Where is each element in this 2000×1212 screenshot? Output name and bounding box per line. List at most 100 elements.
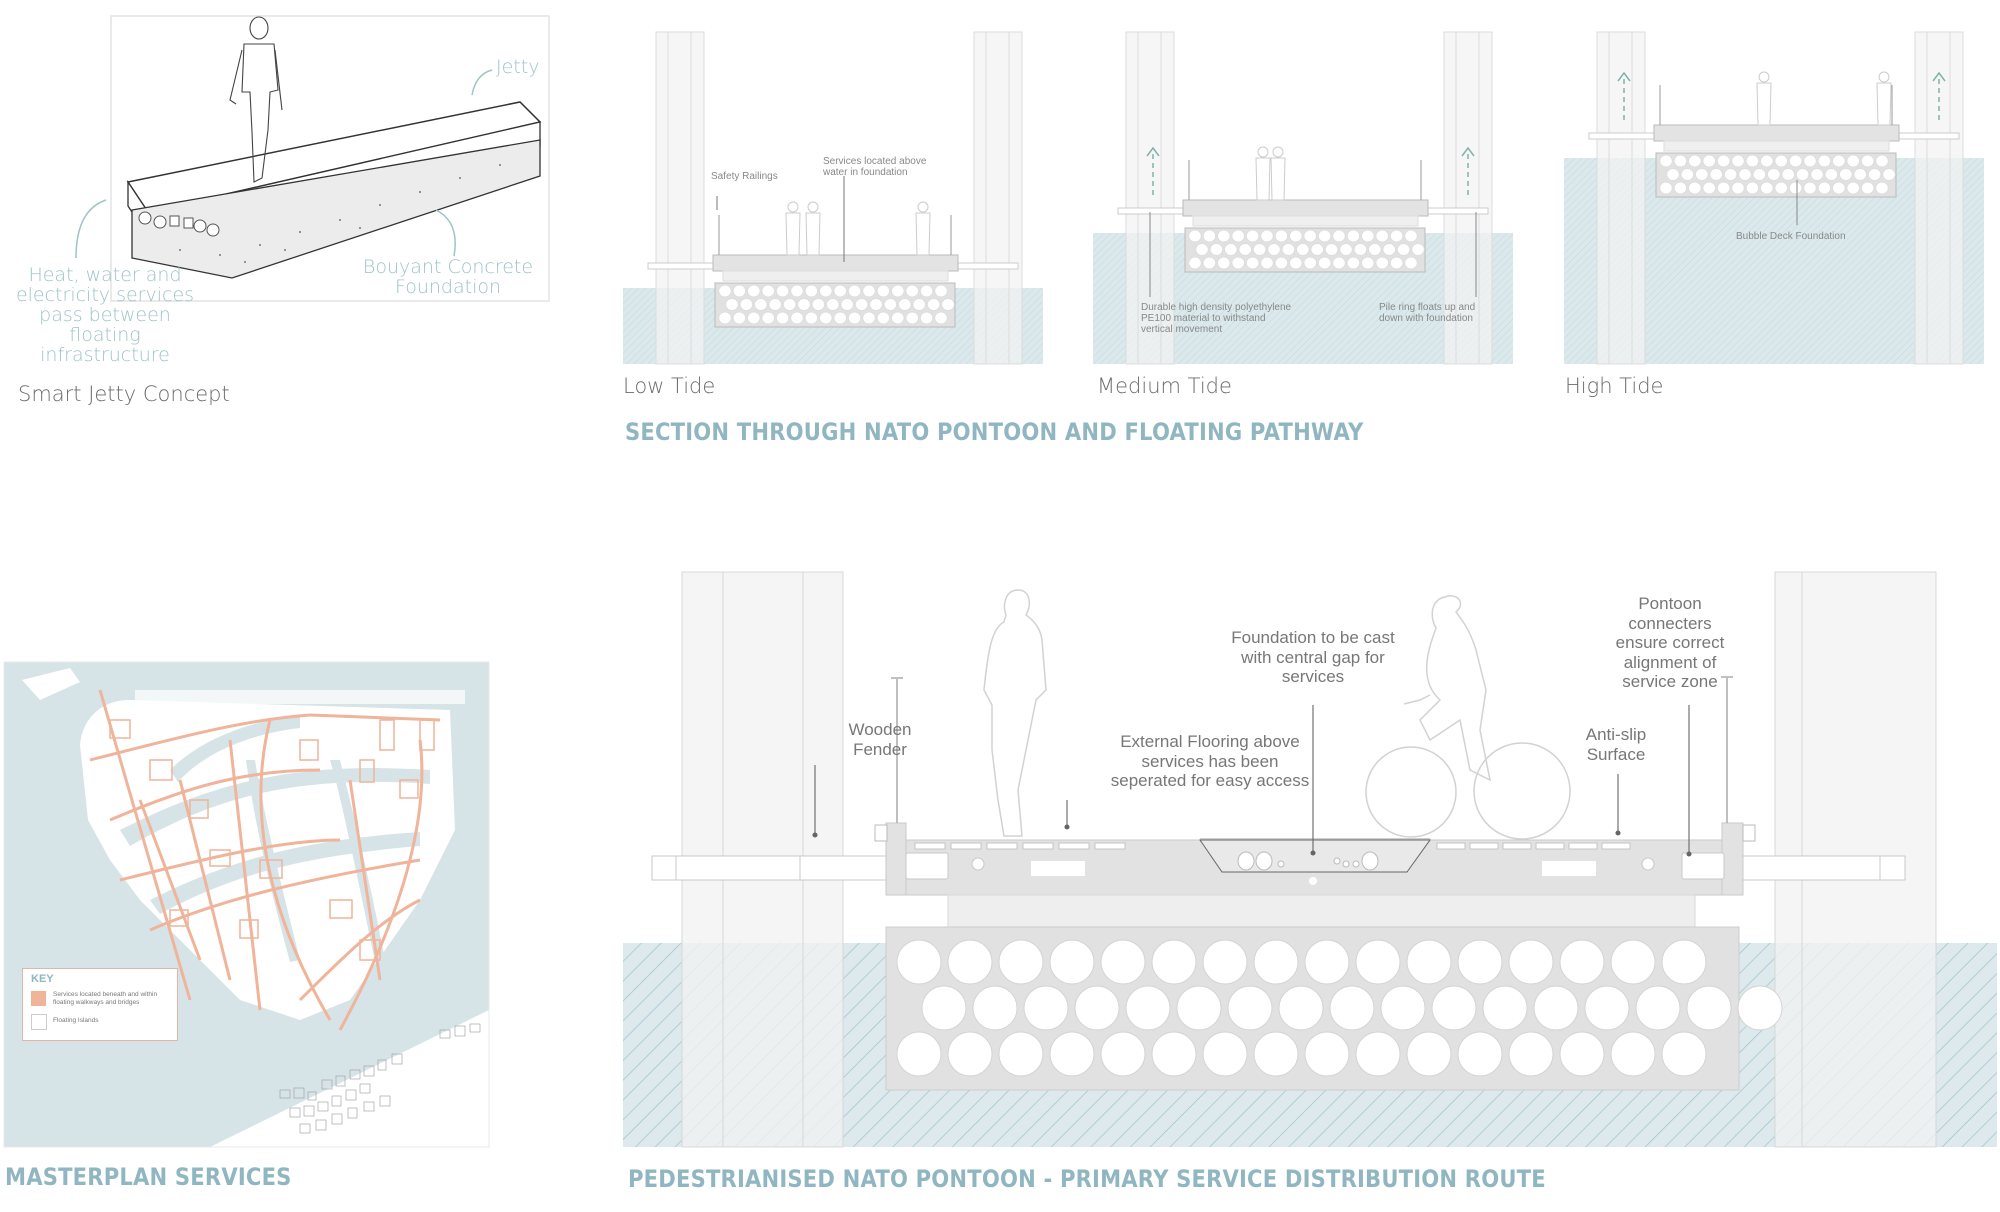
foundation-note: Bouyant Concrete Foundation xyxy=(362,256,534,298)
bubble-void xyxy=(1411,243,1425,256)
floor-panel xyxy=(950,842,982,850)
bubble-void xyxy=(1846,154,1860,168)
bubble-void xyxy=(804,284,819,298)
bubble-void xyxy=(1457,1031,1503,1077)
bubble-void xyxy=(1253,1031,1299,1077)
bubble-void xyxy=(747,311,761,325)
polyethylene-material-label: Durable high density polyethylene PE100 … xyxy=(1141,302,1291,335)
label-line: Pile ring floats up and xyxy=(1379,302,1476,313)
bubble-void xyxy=(1832,181,1846,195)
masterplan-title: MASTERPLAN SERVICES xyxy=(5,1163,292,1191)
bubble-void xyxy=(1659,181,1673,195)
label-line: services xyxy=(1281,667,1345,687)
bubble-void xyxy=(1673,154,1688,168)
jetty-leader xyxy=(471,69,493,96)
services-note: Heat, water and electricity services pas… xyxy=(12,264,198,366)
bubble-void xyxy=(1304,939,1350,985)
bubble-void xyxy=(896,1031,942,1077)
bubble-void xyxy=(912,298,927,311)
bubble-void xyxy=(1151,939,1197,985)
bubble-void xyxy=(1260,229,1274,243)
bubble-void xyxy=(1195,243,1209,256)
bubble-void xyxy=(1803,154,1817,168)
key-label-line: Services located beneath and within xyxy=(53,991,158,998)
bubble-void xyxy=(1274,256,1289,270)
smart-jetty-caption: Smart Jetty Concept xyxy=(18,382,230,406)
bubble-void xyxy=(1074,985,1120,1031)
label-line: Anti-slip xyxy=(1585,725,1647,744)
tide-panel-3 xyxy=(1564,31,1984,365)
bubble-void xyxy=(947,1031,993,1077)
bubble-void xyxy=(1289,256,1303,270)
bubble-void xyxy=(1745,154,1760,168)
bubble-void xyxy=(1238,243,1252,256)
tide-panel-2 xyxy=(1093,31,1513,365)
floor-panel xyxy=(1535,842,1565,850)
external-flooring-label: External Flooring above services has bee… xyxy=(1100,732,1320,791)
bubble-void xyxy=(1303,256,1317,270)
person-silhouette xyxy=(1878,71,1890,83)
bubble-void xyxy=(804,311,819,325)
bubble-void xyxy=(1745,181,1760,195)
bubble-void xyxy=(1860,181,1875,195)
label-line: Fender xyxy=(853,739,907,759)
pylon xyxy=(973,31,1023,365)
bubble-void xyxy=(1431,985,1477,1031)
bubble-void xyxy=(1355,939,1401,985)
jetty-label: Jetty xyxy=(496,56,540,78)
bubble-void xyxy=(1482,985,1528,1031)
bubble-void xyxy=(1673,181,1688,195)
bubble-void xyxy=(1661,1031,1707,1077)
bubble-void xyxy=(1227,985,1273,1031)
floor-panel xyxy=(1502,842,1532,850)
bubble-void xyxy=(1274,229,1289,243)
annotation-leaders xyxy=(812,705,1692,857)
foundation-leader xyxy=(435,209,456,257)
label-line: connecters xyxy=(1628,613,1712,633)
bubble-void xyxy=(1404,229,1418,243)
person-silhouette xyxy=(807,201,819,213)
tide-section-title: SECTION THROUGH NATO PONTOON AND FLOATIN… xyxy=(625,418,1364,446)
bubble-void xyxy=(833,284,848,298)
bubble-void xyxy=(972,985,1018,1031)
bubble-void xyxy=(847,284,862,298)
bubble-void xyxy=(718,284,732,298)
label-line: services has been xyxy=(1141,751,1279,771)
key-label-line: floating walkways and bridges xyxy=(53,998,140,1006)
person-silhouette xyxy=(1257,146,1269,158)
bubble-void xyxy=(1795,168,1810,181)
services-note-line: Heat, water and xyxy=(28,264,182,286)
bubble-void xyxy=(1688,181,1702,195)
bubble-void xyxy=(1404,256,1418,270)
bubble-void xyxy=(1188,229,1202,243)
bubble-void xyxy=(1533,985,1579,1031)
label-line: down with foundation xyxy=(1379,313,1473,324)
bubble-void xyxy=(833,311,848,325)
bubble-void xyxy=(947,939,993,985)
bubble-void xyxy=(1049,939,1095,985)
bubble-void xyxy=(919,311,934,325)
bubble-void xyxy=(1738,168,1752,181)
bubble-void xyxy=(775,311,790,325)
bubble-void xyxy=(1202,939,1248,985)
floor-panel xyxy=(914,842,946,850)
bubble-void xyxy=(1760,181,1774,195)
smart-jetty-drawing xyxy=(75,15,550,302)
bubble-void xyxy=(1716,154,1731,168)
bubble-void xyxy=(1817,154,1832,168)
pontoon-section-title: PEDESTRIANISED NATO PONTOON - PRIMARY SE… xyxy=(628,1165,1546,1193)
person-silhouette xyxy=(1272,146,1284,158)
bubble-void xyxy=(1100,939,1146,985)
bubble-void xyxy=(1584,985,1630,1031)
foundation-note-line: Foundation xyxy=(394,275,502,298)
foundation-note-line: Bouyant Concrete xyxy=(362,256,534,278)
bubble-void xyxy=(1346,256,1361,270)
bubble-void xyxy=(1361,256,1375,270)
label-line: seperated for easy access xyxy=(1110,771,1310,791)
bubble-void xyxy=(998,939,1044,985)
bubble-void xyxy=(761,311,776,325)
bubble-void xyxy=(819,311,833,325)
bubble-void xyxy=(1188,256,1202,270)
label-line: Pontoon xyxy=(1638,594,1702,613)
bubble-void xyxy=(1774,154,1788,168)
